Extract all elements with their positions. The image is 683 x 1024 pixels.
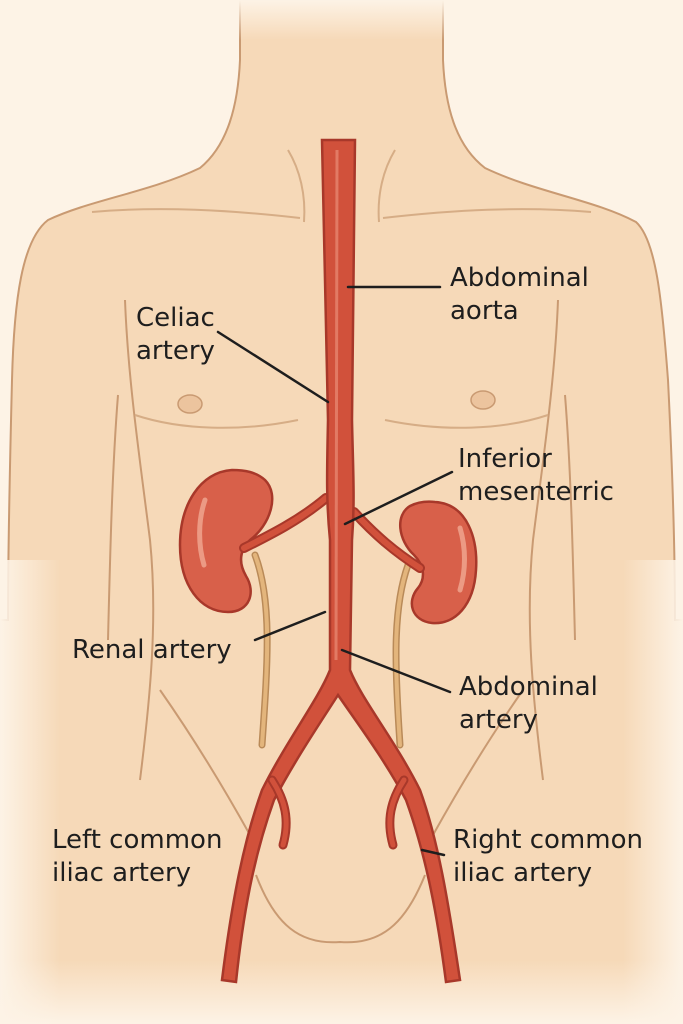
left-arm-line bbox=[107, 394, 119, 641]
label-abdominal-artery: Abdominal artery bbox=[459, 672, 598, 735]
left-groin-line bbox=[159, 689, 251, 836]
right-groin-line bbox=[432, 689, 524, 836]
right-nipple bbox=[470, 390, 496, 410]
right-neck-line bbox=[377, 149, 396, 223]
left-clavicle bbox=[91, 208, 301, 219]
aorta bbox=[220, 138, 462, 984]
label-left-common-iliac: Left common iliac artery bbox=[52, 825, 223, 888]
left-neck-line bbox=[287, 149, 306, 223]
right-renal-artery-fill bbox=[351, 509, 423, 571]
leader-right-common-iliac bbox=[420, 848, 446, 857]
left-pec-line bbox=[134, 414, 299, 429]
right-torso-contour bbox=[528, 299, 559, 781]
leader-abdominal-artery bbox=[340, 648, 452, 694]
right-clavicle bbox=[382, 208, 592, 219]
label-abdominal-aorta: Abdominal aorta bbox=[450, 263, 589, 326]
right-arm-line bbox=[564, 394, 576, 641]
left-internal-iliac-fill bbox=[269, 777, 289, 848]
leader-celiac-artery bbox=[216, 330, 330, 404]
label-celiac-artery: Celiac artery bbox=[136, 303, 215, 366]
leader-inferior-mesenteric bbox=[343, 470, 454, 526]
right-kidney-highlight bbox=[457, 525, 467, 593]
label-renal-artery: Renal artery bbox=[72, 635, 232, 665]
left-renal-artery-fill bbox=[241, 495, 329, 551]
right-kidney bbox=[398, 500, 478, 625]
left-kidney-highlight bbox=[197, 497, 208, 568]
left-torso-contour bbox=[124, 299, 155, 781]
aorta-highlight bbox=[334, 149, 339, 661]
label-right-common-iliac: Right common iliac artery bbox=[453, 825, 643, 888]
leader-renal-artery bbox=[253, 610, 327, 642]
pelvis-curve bbox=[255, 874, 426, 944]
right-ureter-fill bbox=[394, 563, 410, 747]
left-nipple bbox=[177, 394, 203, 414]
right-internal-iliac-fill bbox=[387, 777, 407, 848]
label-inferior-mesenteric: Inferior mesenterric bbox=[458, 444, 614, 507]
right-pec-line bbox=[384, 414, 549, 429]
